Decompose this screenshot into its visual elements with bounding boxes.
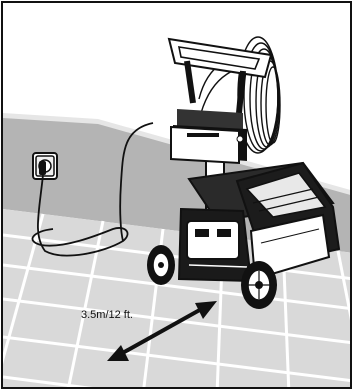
pool-cleaner-illustration	[3, 3, 352, 389]
distance-label: 3.5m/12 ft.	[81, 309, 133, 321]
power-supply-unit	[171, 109, 247, 163]
figure-frame: 3.5m/12 ft.	[1, 1, 352, 389]
robot-wheel-left	[147, 245, 175, 285]
robot-wheel-right	[241, 261, 277, 309]
wall-socket	[33, 153, 57, 179]
